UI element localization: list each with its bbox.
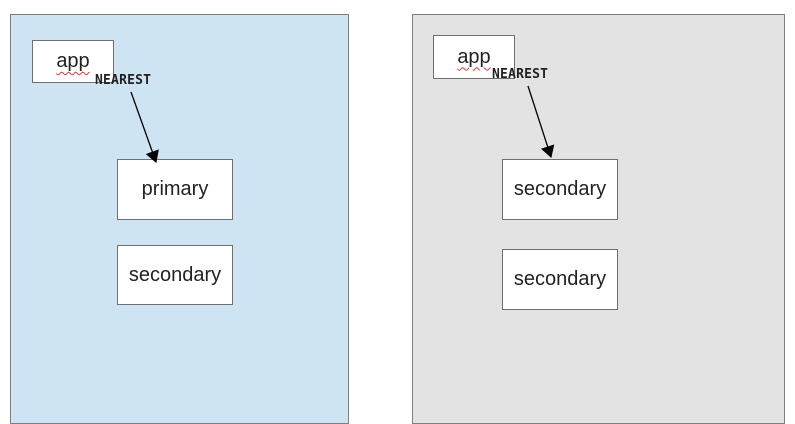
right-app-node: app xyxy=(433,35,515,79)
arrows-layer xyxy=(130,85,555,163)
right-node1-label: secondary xyxy=(513,178,607,200)
left-nearest-arrow xyxy=(130,91,159,163)
right-node2-label: secondary xyxy=(513,268,607,290)
right-nearest-arrow xyxy=(527,85,555,158)
right-edge-label: NEAREST xyxy=(492,67,549,82)
right-secondary-node-2: secondary xyxy=(502,249,618,310)
left-edge-label: NEAREST xyxy=(95,73,152,88)
left-node1-label: primary xyxy=(141,178,209,200)
right-secondary-node-1: secondary xyxy=(502,159,618,220)
left-secondary-node: secondary xyxy=(117,245,233,305)
left-app-node: app xyxy=(32,40,114,83)
right-app-label: app xyxy=(457,45,491,68)
left-node2-label: secondary xyxy=(128,263,222,286)
left-primary-node: primary xyxy=(117,159,233,220)
left-app-label: app xyxy=(56,50,90,72)
